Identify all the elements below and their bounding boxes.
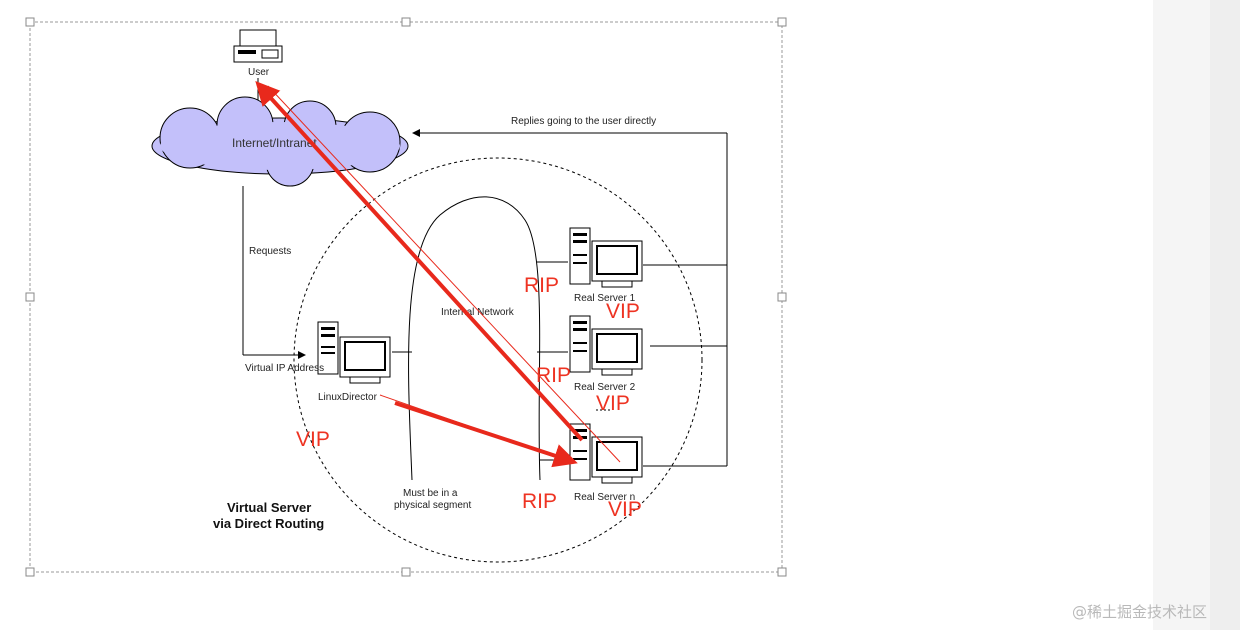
resize-handle-top[interactable] — [401, 17, 411, 27]
rip-label-n: RIP — [522, 490, 557, 513]
real-server-1-label: Real Server 1 — [574, 293, 636, 304]
user-computer-icon — [233, 29, 283, 63]
diagram-title-line2: via Direct Routing — [213, 516, 324, 531]
rip-label-2: RIP — [536, 364, 571, 387]
requests-path — [242, 186, 306, 359]
resize-handle-right[interactable] — [777, 292, 787, 302]
requests-label: Requests — [249, 246, 291, 257]
replies-path — [412, 129, 728, 467]
resize-handle-top-left[interactable] — [25, 17, 35, 27]
resize-handle-bottom-left[interactable] — [25, 567, 35, 577]
server-to-user-thin-line — [267, 85, 621, 463]
vip-label-n: VIP — [608, 498, 642, 521]
user-label: User — [248, 67, 270, 78]
rip-label-1: RIP — [524, 274, 559, 297]
virtual-server-boundary — [293, 157, 703, 563]
real-server-1-icon — [569, 227, 643, 288]
internal-network-segment — [408, 196, 541, 481]
real-server-2-icon — [569, 315, 643, 376]
cloud-label: Internet/Intranet — [232, 136, 317, 150]
resize-handle-left[interactable] — [25, 292, 35, 302]
vip-label-2: VIP — [596, 392, 630, 415]
watermark-text: @稀土掘金技术社区 — [1072, 603, 1207, 621]
diagram-title-line1: Virtual Server — [227, 500, 311, 515]
resize-handle-top-right[interactable] — [777, 17, 787, 27]
director-to-server-arrow — [394, 401, 578, 468]
real-server-n-icon — [569, 423, 643, 484]
selection-frame[interactable] — [25, 17, 787, 577]
vip-label-1: VIP — [606, 300, 640, 323]
replies-label: Replies going to the user directly — [511, 116, 656, 127]
server-to-user-arrow — [255, 81, 584, 442]
vip-label-director: VIP — [296, 428, 330, 451]
segment-note-line2: physical segment — [394, 500, 471, 511]
segment-note-line1: Must be in a — [403, 488, 458, 499]
resize-handle-bottom[interactable] — [401, 567, 411, 577]
real-server-n-label: Real Server n — [574, 492, 635, 503]
director-computer-icon — [317, 321, 391, 384]
internal-network-label: Internal Network — [441, 307, 515, 318]
vip-address-label: Virtual IP Address — [245, 363, 324, 374]
director-label: LinuxDirector — [318, 392, 378, 403]
scrollbar-track[interactable] — [1210, 0, 1240, 630]
resize-handle-bottom-right[interactable] — [777, 567, 787, 577]
internet-cloud — [151, 96, 409, 187]
real-server-2-label: Real Server 2 — [574, 382, 636, 393]
